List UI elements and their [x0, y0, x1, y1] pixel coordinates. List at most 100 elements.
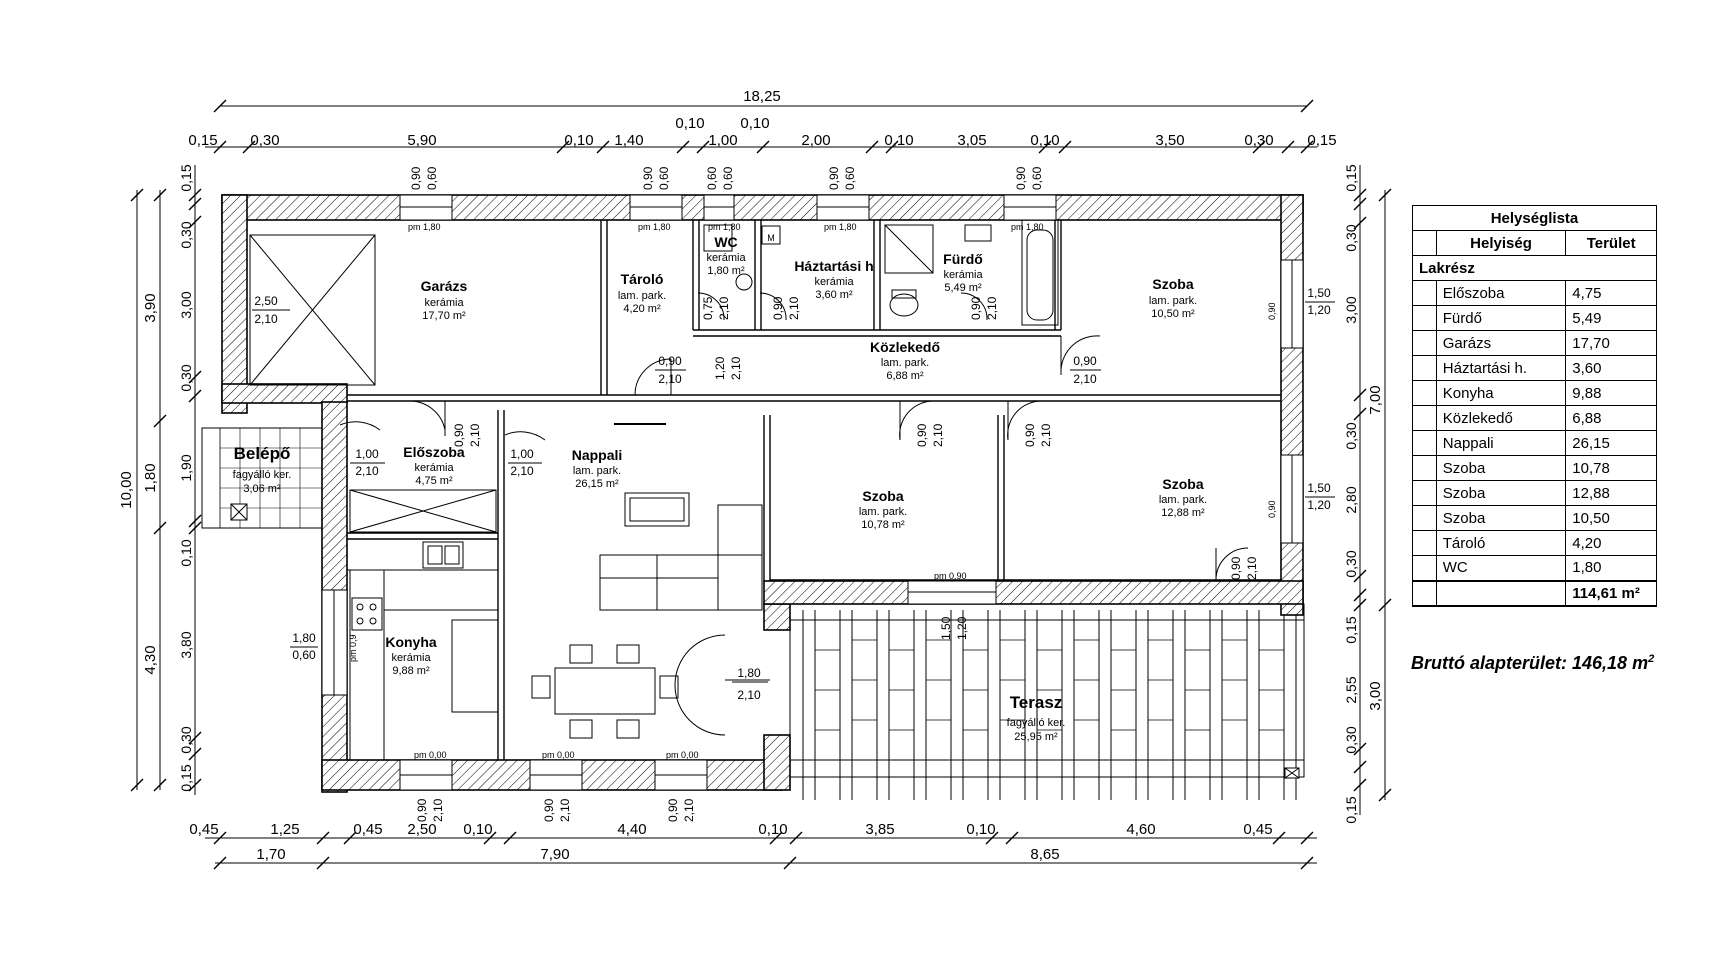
bath-fittings	[703, 219, 1059, 326]
room-terasz-finish: fagyálló ker.	[1007, 717, 1066, 729]
sill-label-wc: pm 1,80	[708, 222, 741, 232]
row-name: Garázs	[1435, 330, 1567, 356]
room-belepo-name: Belépő	[234, 444, 291, 463]
room-labels: Garázs kerámia 17,70 m² Tároló lam. park…	[233, 234, 1208, 743]
dim-right-inner-0: 0,15	[1343, 164, 1359, 191]
dim-top-10: 3,50	[1155, 132, 1184, 149]
hall-opening-width: 1,20	[713, 356, 727, 380]
room-szoba1-name: Szoba	[1152, 276, 1193, 292]
room-terasz-name: Terasz	[1010, 693, 1063, 712]
room-eloszoba-finish: kerámia	[414, 462, 454, 474]
room-szoba3-finish: lam. park.	[1159, 494, 1207, 506]
laundry-mark: M	[767, 233, 775, 243]
row-area: 10,78	[1565, 455, 1657, 481]
top-window-4-height: 0,60	[1030, 166, 1044, 190]
dim-right-inner-8: 0,30	[1343, 726, 1359, 753]
kitchen-window-height: 0,60	[292, 648, 316, 662]
hall-left-door-width: 0,90	[658, 354, 682, 368]
row-name: Előszoba	[1435, 280, 1567, 306]
room-furdo-area: 5,49 m²	[944, 282, 982, 294]
dim-bottom-0: 0,45	[189, 821, 218, 838]
szoba3-door-width: 0,90	[1023, 423, 1037, 447]
dim-left-inner-4: 1,90	[178, 454, 194, 481]
dim-bottom-9: 4,60	[1126, 821, 1155, 838]
dim-left-mid-2: 4,30	[142, 645, 159, 674]
garage-door-height: 2,10	[254, 312, 278, 326]
row-name: Szoba	[1435, 505, 1567, 531]
room-garazs-name: Garázs	[421, 278, 468, 294]
row-name: Szoba	[1435, 455, 1567, 481]
szoba2-door-height: 2,10	[931, 423, 945, 447]
terrace-window-width: 1,50	[939, 616, 953, 640]
dim-bottom-8: 0,10	[966, 821, 995, 838]
dim-bottom-4: 0,10	[463, 821, 492, 838]
room-nappali-finish: lam. park.	[573, 465, 621, 477]
tarolo-door-height: 2,10	[717, 296, 731, 320]
terrace-window-height: 1,20	[955, 616, 969, 640]
room-terasz-area: 25,95 m²	[1014, 731, 1058, 743]
hall-left-door-height: 2,10	[658, 372, 682, 386]
sill-label-kitchen-side: pm 0,9	[348, 634, 358, 662]
row-name: Nappali	[1435, 430, 1567, 456]
room-list-group: Lakrész	[1412, 255, 1657, 281]
room-wc-area: 1,80 m²	[707, 265, 745, 277]
sill-label-living-2: pm 0,00	[666, 750, 699, 760]
room-list-title-row: Helységlista	[1412, 205, 1657, 231]
terrace-pergola	[789, 603, 1305, 800]
dim-bottom-total-2: 8,65	[1030, 846, 1059, 863]
dim-right-inner-6: 0,15	[1343, 616, 1359, 643]
eloszoba-door-height: 2,10	[468, 423, 482, 447]
dim-left-inner-8: 0,15	[178, 764, 194, 791]
room-szoba1-finish: lam. park.	[1149, 295, 1197, 307]
dim-top-total: 18,25	[743, 88, 781, 105]
dim-right-inner-4: 2,80	[1343, 486, 1359, 513]
sill-label-kitchen: pm 0,00	[414, 750, 447, 760]
room-wc-finish: kerámia	[706, 252, 746, 264]
gross-floor-area: Bruttó alapterület: 146,18 m2	[1411, 653, 1654, 674]
dim-bottom-3: 2,50	[407, 821, 436, 838]
dim-right-inner-7: 2,55	[1343, 676, 1359, 703]
dim-bottom-2: 0,45	[353, 821, 382, 838]
dim-right-inner-3: 0,30	[1343, 422, 1359, 449]
row-area: 4,20	[1565, 530, 1657, 556]
dimension-lines: 18,25 0,15 0,30 5,90 0,10 1,40 1,00 2,00…	[118, 88, 1392, 870]
dim-bottom-10: 0,45	[1243, 821, 1272, 838]
kitchen-window-width: 1,80	[292, 631, 316, 645]
row-area: 4,75	[1565, 280, 1657, 306]
garage-door-width: 2,50	[254, 294, 278, 308]
szoba3-window-width: 1,50	[1307, 481, 1331, 495]
entrance-door-width: 1,00	[355, 447, 379, 461]
top-window-3-height: 0,60	[843, 166, 857, 190]
dim-left-inner-6: 3,80	[178, 631, 194, 658]
interior-walls	[347, 220, 1281, 760]
dim-right-inner-5: 0,30	[1343, 550, 1359, 577]
dim-left-inner-2: 3,00	[178, 291, 194, 318]
room-haztartasi-name: Háztartási h	[794, 258, 873, 274]
top-window-0-height: 0,60	[425, 166, 439, 190]
room-list-title: Helységlista	[1412, 205, 1657, 231]
room-tarolo-area: 4,20 m²	[623, 303, 661, 315]
row-area: 1,80	[1565, 555, 1657, 581]
room-garazs-finish: kerámia	[424, 297, 464, 309]
room-konyha-finish: kerámia	[391, 652, 431, 664]
dim-left-inner-3: 0,30	[178, 364, 194, 391]
top-window-1-width: 0,90	[641, 166, 655, 190]
furdo-door-height: 2,10	[985, 296, 999, 320]
sill-label-living-1: pm 0,00	[542, 750, 575, 760]
dim-top-4: 1,40	[614, 132, 643, 149]
row-name: Közlekedő	[1435, 405, 1567, 431]
sill-label-tarolo: pm 1,80	[638, 222, 671, 232]
gross-area-unit-sup: 2	[1648, 653, 1655, 665]
sill-label-haztartasi: pm 1,80	[824, 222, 857, 232]
dim-top-1: 0,30	[250, 132, 279, 149]
haztartasi-door-height: 2,10	[787, 296, 801, 320]
room-konyha-name: Konyha	[385, 634, 437, 650]
row-area: 10,50	[1565, 505, 1657, 531]
room-konyha-area: 9,88 m²	[392, 665, 430, 677]
